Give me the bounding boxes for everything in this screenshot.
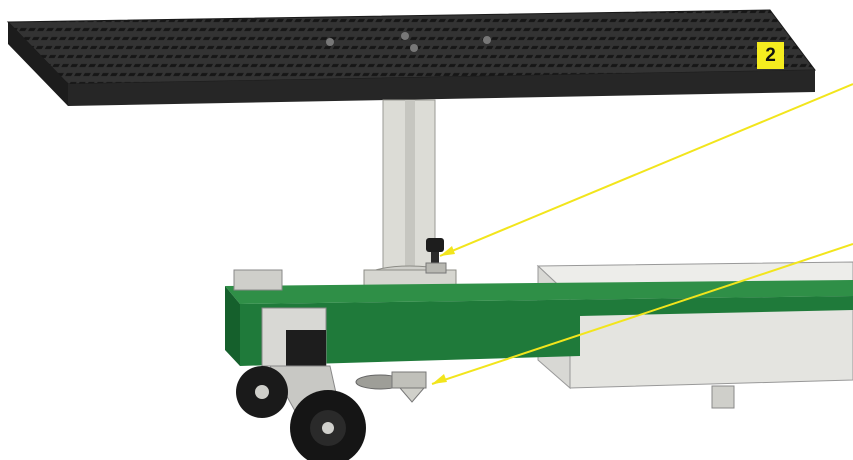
mount-hole <box>401 32 409 40</box>
leader-line-detent-pin <box>439 83 853 257</box>
mount-hole <box>483 36 491 44</box>
green-frame <box>225 269 853 366</box>
leader-lines <box>431 83 853 385</box>
mount-hole <box>326 38 334 46</box>
support-column <box>363 99 457 291</box>
grating-side-face <box>68 70 815 106</box>
detent-pin-icon <box>425 238 447 274</box>
leader-line-foot-pedal <box>431 243 853 385</box>
mount-hole <box>410 44 418 52</box>
foot-pedal-icon <box>355 371 427 403</box>
grating-front-face <box>8 22 68 106</box>
grating-platform <box>6 9 816 106</box>
caster-wheel-icon <box>236 307 366 460</box>
callout-number-badge: 2 <box>757 42 784 69</box>
